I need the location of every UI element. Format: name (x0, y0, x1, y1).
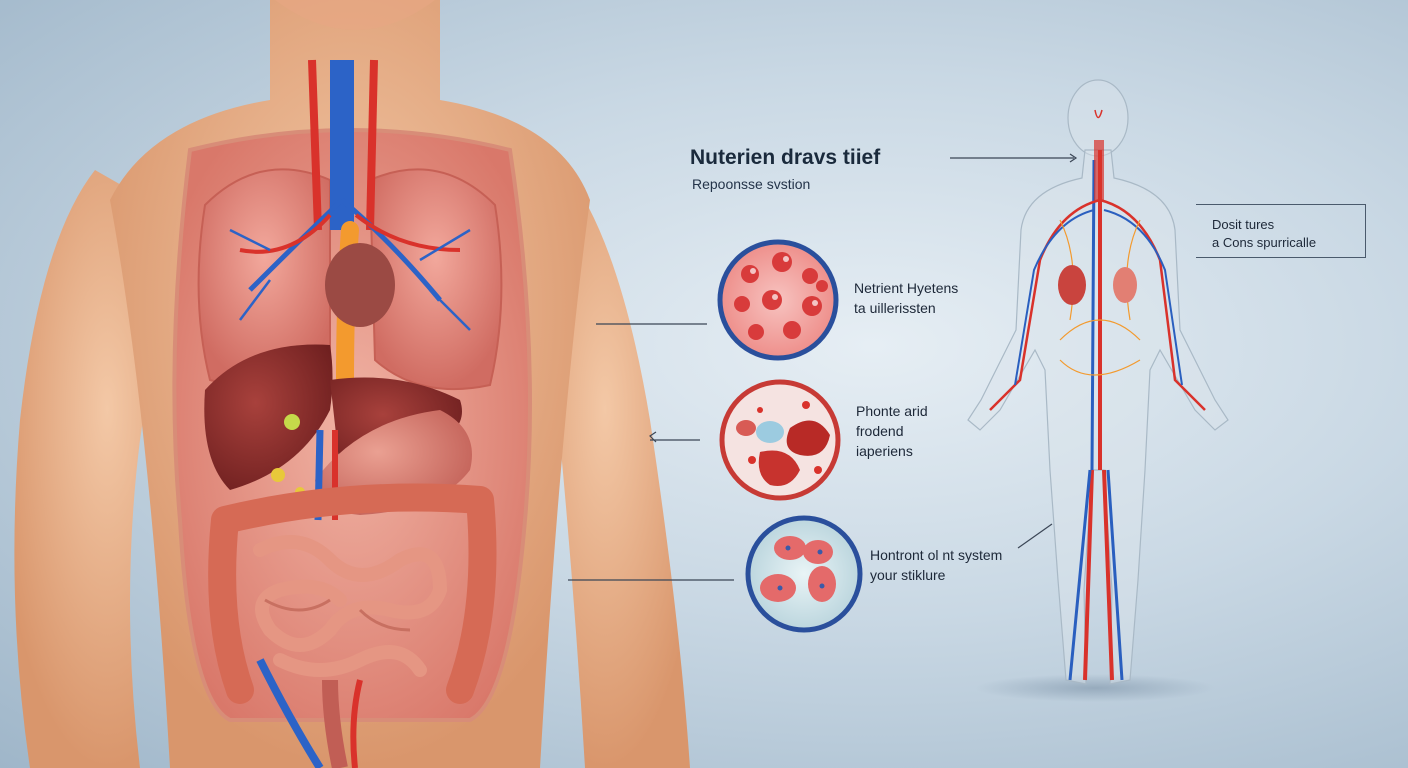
side-annotation-text: Dosit tures a Cons spurricalle (1212, 216, 1316, 252)
callout-circle-2 (719, 379, 841, 501)
callout-label-3-line-2: your stiklure (870, 567, 946, 583)
callout-circle-1 (717, 239, 839, 361)
callout-label-2-line-1: Phonte arid (856, 403, 928, 419)
side-annotation-line-1: Dosit tures (1212, 217, 1275, 232)
callout-label-2: Phonte arid frodend iaperiens (856, 401, 928, 461)
callout-label-1-line-1: Netrient Hyetens (854, 280, 959, 296)
callout-label-1-line-2: ta uillerissten (854, 300, 936, 316)
callout-label-2-line-2: frodend (856, 423, 904, 439)
diagram-subtitle: Repoonsse svstion (692, 176, 811, 192)
callout-label-3: Hontront ol nt system your stiklure (870, 545, 1002, 585)
circulatory-figure (967, 79, 1229, 702)
callout-label-1: Netrient Hyetens ta uillerissten (854, 278, 958, 318)
torso-figure (14, 0, 690, 768)
diagram-title: Nuterien dravs tiief (690, 146, 881, 169)
callout-circle-3 (745, 515, 863, 633)
callout-label-2-line-3: iaperiens (856, 443, 913, 459)
leader-lines (568, 153, 1078, 581)
side-annotation-box (1196, 204, 1366, 258)
callout-label-3-line-1: Hontront ol nt system (870, 547, 1003, 563)
side-annotation-line-2: a Cons spurricalle (1212, 235, 1317, 250)
